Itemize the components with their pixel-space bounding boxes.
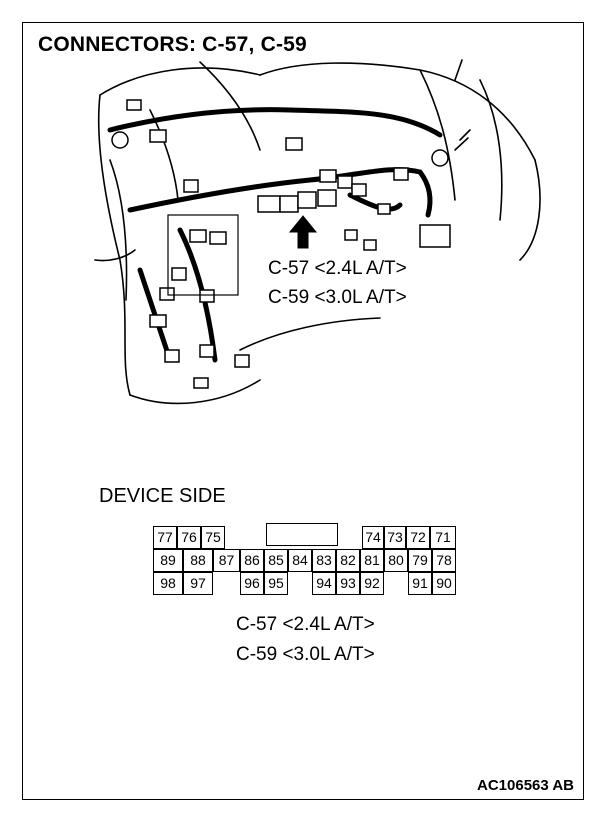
pin-79: 79 xyxy=(408,549,432,572)
bottom-label-c59: C-59 <3.0L A/T> xyxy=(236,644,375,665)
pin-91: 91 xyxy=(408,572,432,595)
pin-83: 83 xyxy=(312,549,336,572)
pin-84: 84 xyxy=(288,549,312,572)
pin-82: 82 xyxy=(336,549,360,572)
pin-96: 96 xyxy=(240,572,264,595)
pin-87: 87 xyxy=(213,549,240,572)
diagram-frame xyxy=(22,22,584,800)
pin-94: 94 xyxy=(312,572,336,595)
pin-93: 93 xyxy=(336,572,360,595)
pin-98: 98 xyxy=(153,572,183,595)
top-label-c57: C-57 <2.4L A/T> xyxy=(268,258,407,279)
pin-97: 97 xyxy=(183,572,213,595)
page-title: CONNECTORS: C-57, C-59 xyxy=(38,33,307,56)
pin-92: 92 xyxy=(360,572,384,595)
pin-88: 88 xyxy=(183,549,213,572)
reference-code: AC106563 AB xyxy=(477,777,574,794)
pin-81: 81 xyxy=(360,549,384,572)
pin-86: 86 xyxy=(240,549,264,572)
pin-85: 85 xyxy=(264,549,288,572)
pin-95: 95 xyxy=(264,572,288,595)
pin-76: 76 xyxy=(177,526,201,549)
pin-74: 74 xyxy=(362,526,384,549)
pin-72: 72 xyxy=(406,526,430,549)
pin-73: 73 xyxy=(384,526,406,549)
pin-90: 90 xyxy=(432,572,456,595)
connector-key xyxy=(266,523,338,546)
bottom-label-c57: C-57 <2.4L A/T> xyxy=(236,614,375,635)
pin-75: 75 xyxy=(201,526,225,549)
pin-77: 77 xyxy=(153,526,177,549)
pin-89: 89 xyxy=(153,549,183,572)
pin-80: 80 xyxy=(384,549,408,572)
pin-78: 78 xyxy=(432,549,456,572)
device-side-label: DEVICE SIDE xyxy=(99,485,226,507)
top-label-c59: C-59 <3.0L A/T> xyxy=(268,287,407,308)
pin-71: 71 xyxy=(430,526,456,549)
